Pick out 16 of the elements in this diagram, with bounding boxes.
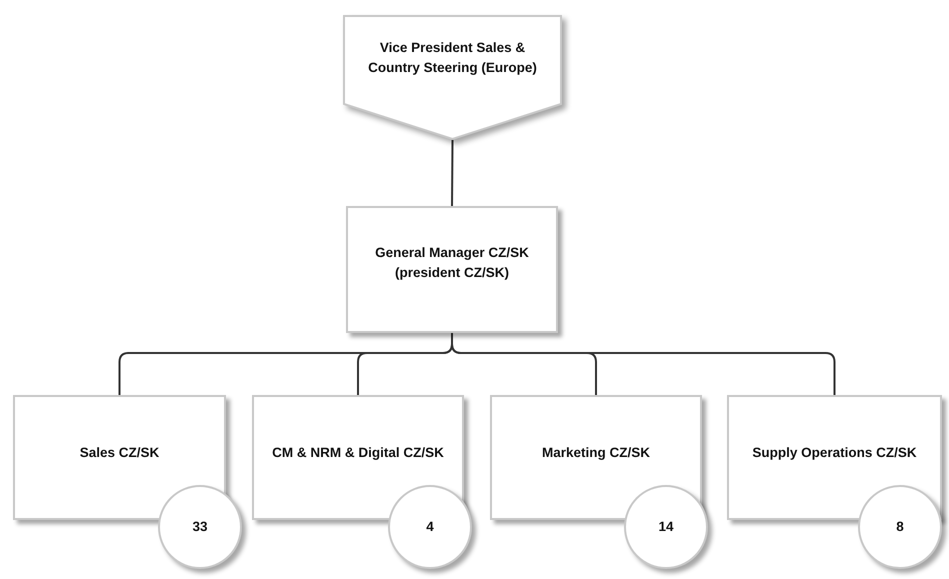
headcount-number: 8	[896, 518, 904, 536]
role-title: Sales CZ/SK	[80, 444, 160, 462]
org-box	[13, 395, 226, 520]
org-box	[727, 395, 942, 520]
headcount-number: 33	[192, 518, 208, 536]
headcount-number: 14	[658, 518, 674, 536]
role-title: General Manager CZ/SK (president CZ/SK)	[374, 244, 530, 282]
role-title: Supply Operations CZ/SK	[752, 444, 917, 462]
role-title: Vice President Sales & Country Steering (Europe)	[367, 38, 538, 77]
role-title: Marketing CZ/SK	[542, 444, 650, 462]
role-title: CM & NRM & Digital CZ/SK	[272, 444, 444, 462]
headcount-number: 4	[426, 518, 434, 536]
connector-line	[451, 140, 454, 206]
org-box	[346, 206, 558, 333]
org-box	[490, 395, 702, 520]
org-box	[252, 395, 464, 520]
